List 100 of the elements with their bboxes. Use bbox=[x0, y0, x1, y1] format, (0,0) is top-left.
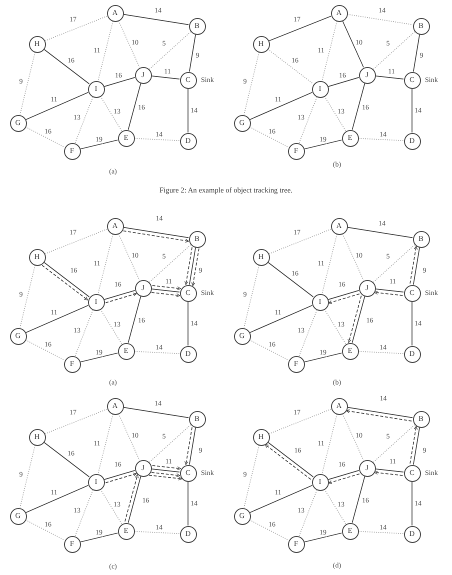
dotted-line bbox=[342, 413, 364, 461]
dotted-line bbox=[324, 488, 346, 524]
edge-line bbox=[268, 16, 332, 42]
dashed-arrow bbox=[122, 230, 190, 243]
dotted-line bbox=[249, 519, 289, 541]
dotted-line bbox=[25, 339, 65, 361]
edge-line bbox=[80, 352, 118, 362]
dotted-line bbox=[298, 310, 318, 356]
dotted-line bbox=[324, 308, 346, 344]
dotted-line bbox=[372, 31, 416, 70]
dotted-line bbox=[358, 530, 404, 534]
edge-line bbox=[43, 442, 90, 478]
dotted-line bbox=[249, 126, 289, 148]
edge-line bbox=[104, 470, 136, 480]
dotted-line bbox=[148, 244, 192, 283]
edge-line bbox=[412, 426, 420, 466]
dotted-line bbox=[25, 126, 65, 148]
edge-line bbox=[304, 532, 342, 542]
edge-line bbox=[151, 76, 180, 80]
edge-line bbox=[188, 34, 196, 72]
dashed-arrow bbox=[124, 474, 139, 522]
dotted-line bbox=[322, 234, 338, 294]
dotted-line bbox=[118, 413, 140, 461]
edge-line bbox=[80, 532, 118, 542]
edge-line bbox=[80, 140, 118, 150]
edge-line bbox=[43, 48, 90, 84]
dashed-arrow bbox=[348, 295, 362, 344]
edge-line bbox=[151, 468, 180, 472]
dotted-line bbox=[118, 20, 140, 68]
dotted-line bbox=[322, 414, 338, 474]
dotted-line bbox=[134, 530, 180, 534]
dotted-line bbox=[25, 519, 65, 541]
edge-line bbox=[352, 296, 366, 344]
dashed-arrow bbox=[191, 248, 200, 286]
dotted-line bbox=[267, 48, 314, 84]
dashed-arrow bbox=[410, 246, 418, 284]
edge-line bbox=[375, 468, 404, 472]
dotted-line bbox=[98, 414, 114, 474]
dotted-line bbox=[74, 490, 94, 536]
dashed-arrow bbox=[148, 474, 182, 480]
dotted-line bbox=[74, 310, 94, 356]
edge-line bbox=[352, 82, 366, 130]
dotted-line bbox=[298, 96, 318, 144]
dotted-line bbox=[372, 424, 416, 463]
edge-line bbox=[128, 296, 142, 344]
edge-line bbox=[249, 304, 313, 334]
dotted-line bbox=[342, 233, 364, 281]
dashed-arrow bbox=[105, 472, 137, 484]
edge-line bbox=[25, 92, 89, 120]
edge-line bbox=[328, 470, 360, 480]
dotted-line bbox=[358, 350, 404, 354]
dotted-line bbox=[134, 350, 180, 354]
edge-line bbox=[267, 262, 314, 298]
edge-line bbox=[304, 140, 342, 150]
edge-line bbox=[342, 20, 364, 68]
dashed-arrow bbox=[151, 472, 180, 478]
dotted-line bbox=[98, 20, 114, 82]
edge-line bbox=[25, 484, 89, 514]
dotted-line bbox=[249, 339, 289, 361]
dashed-arrow bbox=[184, 426, 192, 466]
edge-line bbox=[151, 288, 180, 292]
dashed-arrow bbox=[152, 285, 182, 290]
dotted-line bbox=[346, 14, 414, 26]
dotted-line bbox=[98, 234, 114, 294]
dotted-line bbox=[44, 16, 108, 42]
dashed-arrow bbox=[184, 246, 192, 286]
edge-line bbox=[412, 246, 420, 286]
dashed-arrow bbox=[152, 465, 182, 470]
dotted-line bbox=[74, 96, 94, 144]
edge-line bbox=[104, 290, 136, 300]
dashed-arrow bbox=[151, 292, 180, 298]
dotted-line bbox=[100, 308, 122, 344]
edge-line bbox=[304, 352, 342, 362]
edge-line bbox=[352, 476, 366, 524]
dashed-arrow bbox=[374, 470, 404, 476]
edge-line bbox=[412, 34, 420, 72]
dotted-line bbox=[134, 138, 180, 142]
edge-line bbox=[328, 290, 360, 300]
dashed-arrow bbox=[410, 426, 418, 464]
dotted-line bbox=[44, 228, 108, 254]
dotted-line bbox=[268, 228, 332, 254]
dotted-line bbox=[358, 138, 404, 142]
edge-line bbox=[104, 77, 136, 87]
dotted-line bbox=[20, 52, 36, 116]
edge-line bbox=[346, 226, 414, 238]
edge-line bbox=[128, 476, 142, 524]
dotted-line bbox=[148, 424, 192, 463]
edge-line bbox=[249, 92, 313, 120]
dotted-line bbox=[244, 52, 260, 116]
edge-line bbox=[188, 246, 196, 286]
edge-line bbox=[128, 82, 142, 130]
edge-line bbox=[375, 76, 404, 80]
dashed-arrow bbox=[374, 290, 404, 296]
dotted-line bbox=[100, 488, 122, 524]
dotted-line bbox=[244, 444, 260, 508]
dashed-arrow bbox=[105, 292, 137, 304]
dotted-line bbox=[322, 20, 338, 82]
dotted-line bbox=[20, 264, 36, 328]
edge-line bbox=[25, 304, 89, 334]
edge-line bbox=[328, 77, 360, 87]
